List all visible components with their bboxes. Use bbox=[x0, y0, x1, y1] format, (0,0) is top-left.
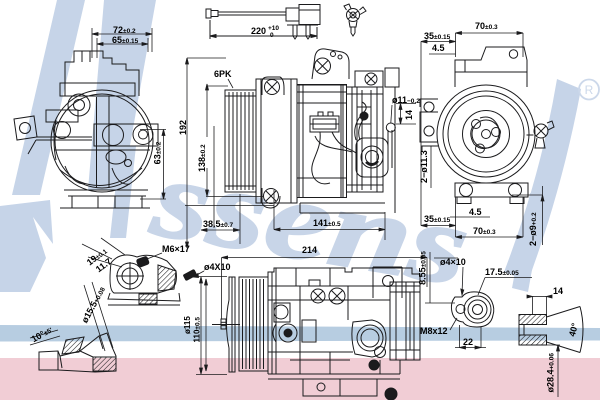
svg-text:0: 0 bbox=[270, 32, 274, 39]
svg-text:ø4X10: ø4X10 bbox=[204, 262, 231, 272]
svg-text:14: 14 bbox=[553, 286, 563, 296]
svg-text:2−ø11.3: 2−ø11.3 bbox=[419, 150, 429, 183]
svg-text:M8x12: M8x12 bbox=[420, 326, 448, 336]
svg-text:192: 192 bbox=[178, 120, 188, 135]
svg-text:R: R bbox=[585, 83, 594, 97]
svg-text:ø11−0.2: ø11−0.2 bbox=[392, 95, 420, 105]
svg-text:4.5: 4.5 bbox=[469, 207, 482, 217]
svg-text:22: 22 bbox=[463, 337, 473, 347]
svg-text:220: 220 bbox=[251, 26, 266, 36]
svg-text:65±0.15: 65±0.15 bbox=[112, 35, 139, 45]
svg-text:138±0.2: 138±0.2 bbox=[197, 144, 207, 172]
svg-text:4.5: 4.5 bbox=[432, 43, 445, 53]
svg-text:214: 214 bbox=[302, 245, 317, 255]
svg-text:70±0.3: 70±0.3 bbox=[475, 21, 498, 31]
svg-text:35±0.15: 35±0.15 bbox=[424, 214, 451, 224]
svg-text:2−ø9+0.2: 2−ø9+0.2 bbox=[528, 212, 538, 246]
svg-text:M6×17: M6×17 bbox=[162, 244, 190, 254]
svg-text:63±0.2: 63±0.2 bbox=[153, 141, 163, 164]
svg-text:ø115: ø115 bbox=[183, 316, 192, 334]
svg-text:14: 14 bbox=[404, 110, 414, 120]
svg-text:ø4×10: ø4×10 bbox=[440, 257, 466, 267]
svg-text:6PK: 6PK bbox=[214, 69, 232, 79]
svg-text:17.5±0.05: 17.5±0.05 bbox=[485, 267, 519, 277]
svg-text:35±0.15: 35±0.15 bbox=[424, 31, 451, 41]
svg-text:8.55±0.05: 8.55±0.05 bbox=[418, 251, 428, 285]
svg-text:141±0.5: 141±0.5 bbox=[313, 218, 341, 228]
svg-text:ø28.4+0.06: ø28.4+0.06 bbox=[546, 353, 556, 393]
svg-text:+10: +10 bbox=[268, 25, 279, 32]
svg-text:40°: 40° bbox=[567, 322, 580, 338]
svg-text:110±0.5: 110±0.5 bbox=[193, 317, 202, 343]
svg-text:70±0.3: 70±0.3 bbox=[473, 226, 496, 236]
svg-text:38.5±0.7: 38.5±0.7 bbox=[203, 219, 234, 229]
svg-text:72±0.2: 72±0.2 bbox=[113, 25, 136, 35]
